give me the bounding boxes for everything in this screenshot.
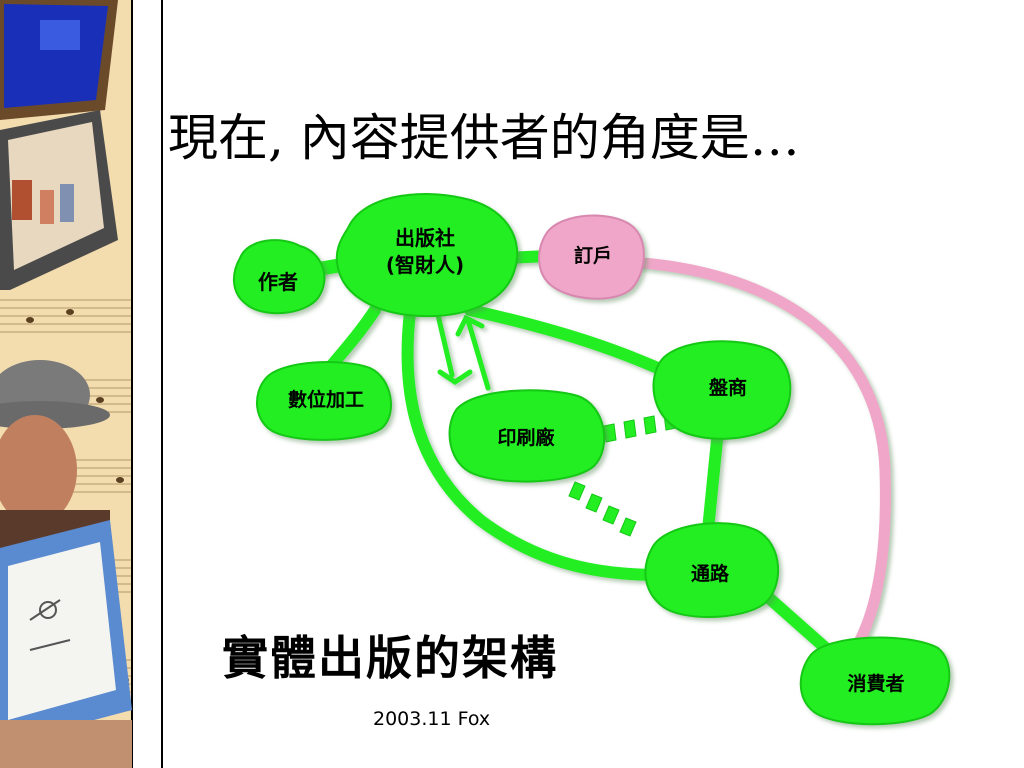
node-consumer-label: 消費者 — [847, 672, 904, 695]
edge-publisher-channel — [401, 306, 666, 581]
edge-subscriber-consumer — [624, 256, 891, 646]
edge-wholesaler-channel — [702, 424, 724, 536]
slide-credit: 2003.11 Fox — [373, 708, 491, 730]
node-author-label: 作者 — [258, 270, 298, 294]
node-author — [233, 239, 326, 315]
collage-illustration — [0, 0, 163, 768]
diagram-caption: 實體出版的架構 — [222, 631, 558, 685]
decorative-collage — [0, 0, 165, 768]
edge-printer-publisher-up — [455, 314, 491, 391]
node-publisher — [335, 192, 519, 318]
edge-channel-consumer — [754, 584, 836, 658]
edge-printer-channel — [568, 481, 637, 537]
node-publisher-label-line1: 出版社 — [395, 226, 455, 250]
node-channel — [644, 522, 780, 619]
node-publisher-label-line2: (智財人) — [386, 253, 464, 277]
node-digital — [255, 361, 393, 441]
node-wholesaler — [652, 340, 792, 440]
node-subscriber-label: 訂戶 — [574, 244, 612, 267]
node-consumer — [799, 636, 951, 726]
edge-publisher-printer-down — [435, 312, 473, 386]
node-printer — [448, 389, 606, 483]
edge-publisher-wholesaler — [464, 304, 686, 384]
node-channel-label: 通路 — [691, 562, 730, 585]
node-digital-label: 數位加工 — [288, 388, 364, 411]
node-subscriber — [538, 214, 645, 300]
node-wholesaler-label: 盤商 — [709, 376, 747, 399]
node-printer-label: 印刷廠 — [497, 426, 555, 449]
slide-title: 現在, 內容提供者的角度是… — [168, 109, 800, 167]
